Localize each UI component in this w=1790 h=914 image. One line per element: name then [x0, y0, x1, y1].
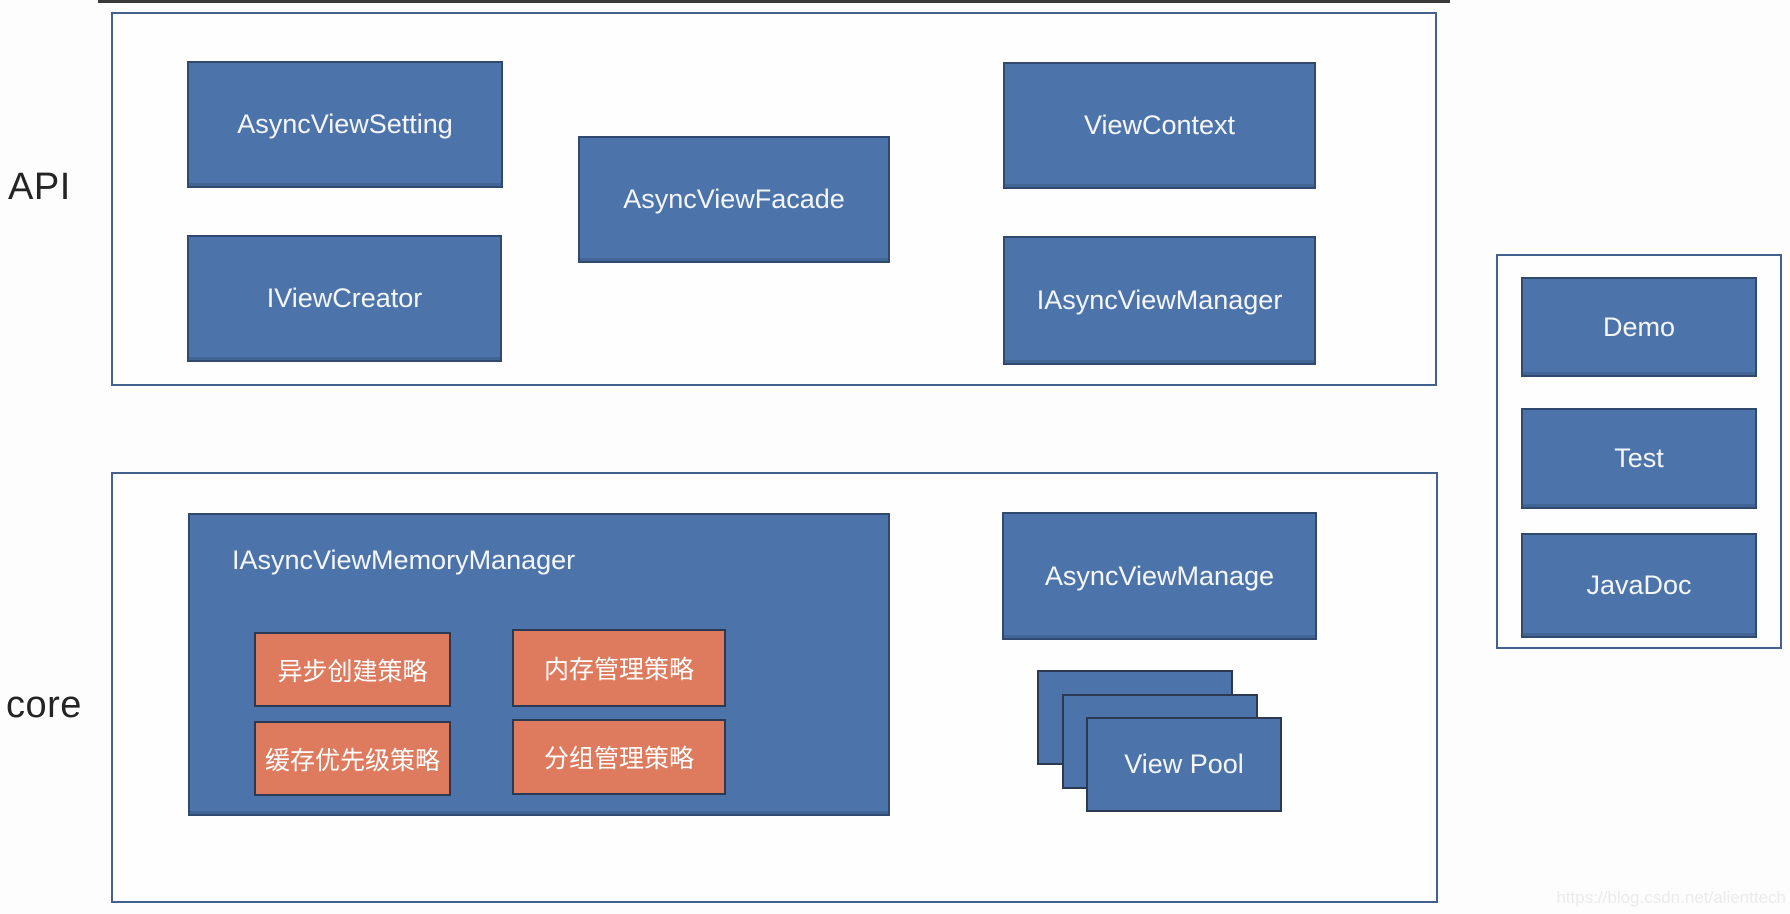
box-async-view-manage-label: AsyncViewManage [1044, 560, 1275, 591]
box-view-context: ViewContext [1003, 62, 1316, 189]
box-async-view-setting-label: AsyncViewSetting [237, 109, 453, 139]
box-iasync-view-manager-label: IAsyncViewManager [1036, 285, 1283, 315]
csdn-watermark: https://blog.csdn.net/alienttech [1556, 888, 1786, 907]
view-pool-label: View Pool [1124, 749, 1244, 779]
box-iview-creator-label: IViewCreator [266, 283, 423, 313]
box-iview-creator: IViewCreator [187, 235, 502, 362]
box-async-view-setting: AsyncViewSetting [187, 61, 503, 188]
box-javadoc-label: JavaDoc [1586, 570, 1692, 600]
box-async-view-facade: AsyncViewFacade [578, 136, 890, 263]
box-demo-label: Demo [1602, 311, 1676, 342]
strategy-box-async-create: 异步创建策略 [254, 632, 451, 707]
box-iasync-view-manager: IAsyncViewManager [1003, 236, 1316, 365]
cropped-top-edge-line [98, 0, 1450, 3]
strategy-box-async-create-label: 异步创建策略 [277, 657, 428, 686]
strategy-box-cache-priority-label: 缓存优先级策略 [264, 746, 440, 775]
section-label-core: core [6, 684, 82, 726]
box-test-label: Test [1614, 443, 1664, 473]
strategy-box-group-management-label: 分组管理策略 [543, 745, 694, 773]
section-label-api: API [8, 166, 71, 208]
box-async-view-manage: AsyncViewManage [1002, 512, 1317, 640]
box-async-view-facade-label: AsyncViewFacade [623, 184, 845, 214]
view-pool-card-front: View Pool [1086, 717, 1282, 812]
strategy-box-memory-management-label: 内存管理策略 [543, 656, 694, 684]
box-iasync-view-memory-manager-title: IAsyncViewMemoryManager [232, 545, 576, 575]
strategy-box-memory-management: 内存管理策略 [512, 629, 726, 707]
box-test: Test [1521, 408, 1757, 509]
strategy-box-group-management: 分组管理策略 [512, 719, 726, 795]
strategy-box-cache-priority: 缓存优先级策略 [254, 721, 451, 796]
box-demo: Demo [1521, 277, 1757, 377]
box-javadoc: JavaDoc [1521, 533, 1757, 638]
box-view-context-label: ViewContext [1083, 110, 1236, 140]
